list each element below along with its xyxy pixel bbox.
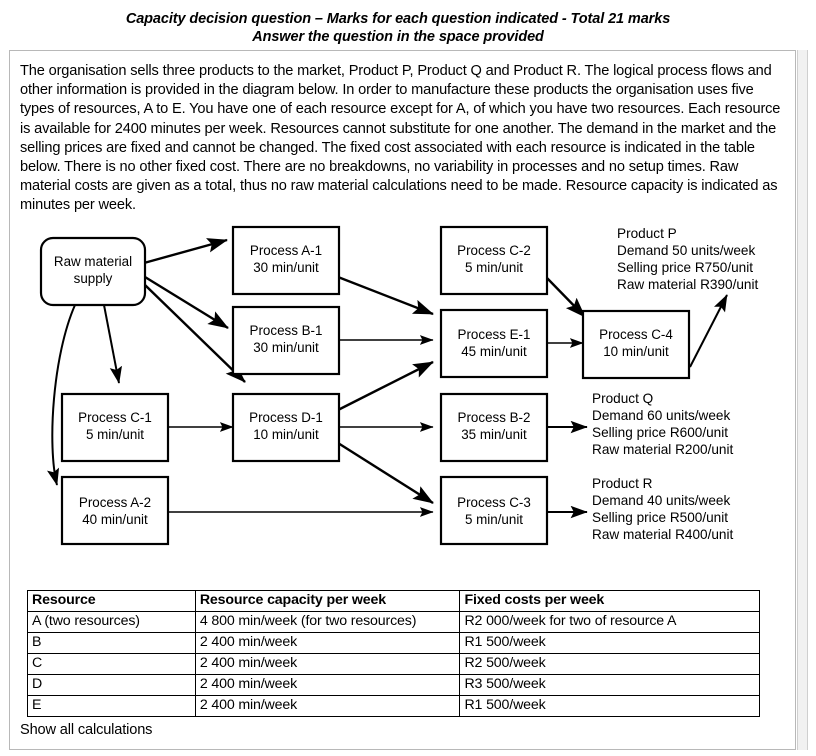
process-a2-name: Process A-2 [79, 495, 151, 510]
product-q-demand: Demand 60 units/week [592, 408, 730, 423]
process-c2-time: 5 min/unit [465, 260, 523, 275]
process-b2-time: 35 min/unit [461, 427, 527, 442]
process-d1-name: Process D-1 [249, 410, 323, 425]
cell-capacity: 2 400 min/week [194, 632, 461, 654]
cell-capacity: 4 800 min/week (for two resources) [194, 611, 461, 633]
cell-fixed-cost: R2 500/week [459, 653, 760, 675]
product-r-material: Raw material R400/unit [592, 527, 734, 542]
node-process-c2: Process C-2 5 min/unit [439, 225, 549, 296]
cell-resource: D [27, 674, 196, 696]
raw-material-supply-line-2: supply [74, 271, 113, 286]
resource-table-wrapper: Resource Resource capacity per week Fixe… [27, 590, 760, 717]
cell-resource: C [27, 653, 196, 675]
process-c3-name: Process C-3 [457, 495, 531, 510]
process-e1-name: Process E-1 [458, 327, 531, 342]
table-header-row: Resource Resource capacity per week Fixe… [27, 590, 760, 612]
link-source-to-b1 [144, 275, 229, 330]
node-process-a2: Process A-2 40 min/unit [60, 475, 170, 546]
product-r-demand: Demand 40 units/week [592, 493, 730, 508]
label-product-r: Product R Demand 40 units/week Selling p… [592, 476, 734, 542]
page-title-line-1: Capacity decision question – Marks for e… [125, 11, 671, 27]
cell-capacity: 2 400 min/week [194, 695, 461, 717]
process-b2-name: Process B-2 [458, 410, 531, 425]
process-a1-name: Process A-1 [250, 243, 322, 258]
cell-fixed-cost: R1 500/week [459, 695, 760, 717]
table-row: B 2 400 min/week R1 500/week [27, 632, 760, 654]
product-p-name: Product P [617, 226, 677, 241]
node-process-c3: Process C-3 5 min/unit [439, 475, 549, 546]
process-flow-diagram: Raw material supply Process A-1 30 min/u… [9, 215, 796, 575]
table-row: E 2 400 min/week R1 500/week [27, 695, 760, 717]
table-row: A (two resources) 4 800 min/week (for tw… [27, 611, 760, 633]
link-d1-to-e1 [337, 360, 434, 412]
col-header-capacity: Resource capacity per week [194, 590, 461, 612]
label-product-p: Product P Demand 50 units/week Selling p… [617, 226, 759, 292]
link-c4-to-product-p [689, 294, 728, 368]
product-q-name: Product Q [592, 391, 653, 406]
node-process-c1: Process C-1 5 min/unit [60, 392, 170, 463]
link-d1-to-c3 [337, 441, 434, 505]
process-e1-time: 45 min/unit [461, 344, 527, 359]
cell-resource: B [27, 632, 196, 654]
intro-paragraph: The organisation sells three products to… [20, 63, 781, 214]
product-q-price: Selling price R600/unit [592, 425, 728, 440]
col-header-resource: Resource [27, 590, 196, 612]
raw-material-supply-line-1: Raw material [54, 254, 132, 269]
node-process-a1: Process A-1 30 min/unit [231, 225, 341, 296]
label-product-q: Product Q Demand 60 units/week Selling p… [592, 391, 734, 457]
product-r-name: Product R [592, 476, 653, 491]
link-source-to-c1 [103, 304, 122, 384]
resource-table: Resource Resource capacity per week Fixe… [27, 590, 760, 717]
process-c1-name: Process C-1 [78, 410, 152, 425]
node-process-b1: Process B-1 30 min/unit [231, 305, 341, 376]
process-a1-time: 30 min/unit [253, 260, 319, 275]
flow-links [47, 238, 728, 519]
cell-fixed-cost: R3 500/week [459, 674, 760, 696]
node-process-e1: Process E-1 45 min/unit [439, 308, 549, 379]
product-p-demand: Demand 50 units/week [617, 243, 755, 258]
cell-capacity: 2 400 min/week [194, 674, 461, 696]
cell-resource: A (two resources) [27, 611, 196, 633]
page-title: Capacity decision question – Marks for e… [0, 10, 796, 46]
show-all-calculations-note: Show all calculations [20, 722, 153, 738]
cell-fixed-cost: R1 500/week [459, 632, 760, 654]
product-q-material: Raw material R200/unit [592, 442, 734, 457]
product-r-price: Selling price R500/unit [592, 510, 728, 525]
process-c4-name: Process C-4 [599, 327, 673, 342]
product-p-material: Raw material R390/unit [617, 277, 759, 292]
table-row: C 2 400 min/week R2 500/week [27, 653, 760, 675]
node-process-c4: Process C-4 10 min/unit [581, 309, 691, 380]
process-c1-time: 5 min/unit [86, 427, 144, 442]
process-b1-name: Process B-1 [250, 323, 323, 338]
process-c3-time: 5 min/unit [465, 512, 523, 527]
process-b1-time: 30 min/unit [253, 340, 319, 355]
process-c2-name: Process C-2 [457, 243, 531, 258]
col-header-fixed-costs: Fixed costs per week [459, 590, 760, 612]
process-a2-time: 40 min/unit [82, 512, 148, 527]
node-process-d1: Process D-1 10 min/unit [231, 392, 341, 463]
node-process-b2: Process B-2 35 min/unit [439, 392, 549, 463]
vertical-scrollbar[interactable] [797, 50, 808, 750]
cell-resource: E [27, 695, 196, 717]
product-p-price: Selling price R750/unit [617, 260, 753, 275]
link-source-to-a1 [143, 238, 228, 265]
link-a1-to-e1 [337, 275, 434, 316]
link-source-to-a2 [47, 304, 76, 486]
cell-fixed-cost: R2 000/week for two of resource A [459, 611, 760, 633]
node-raw-material-supply: Raw material supply [39, 236, 147, 307]
process-d1-time: 10 min/unit [253, 427, 319, 442]
link-c2-to-c4 [545, 276, 586, 318]
link-source-to-d1 [144, 284, 246, 383]
cell-capacity: 2 400 min/week [194, 653, 461, 675]
process-c4-time: 10 min/unit [603, 344, 669, 359]
table-row: D 2 400 min/week R3 500/week [27, 674, 760, 696]
page-title-line-2: Answer the question in the space provide… [252, 29, 544, 45]
